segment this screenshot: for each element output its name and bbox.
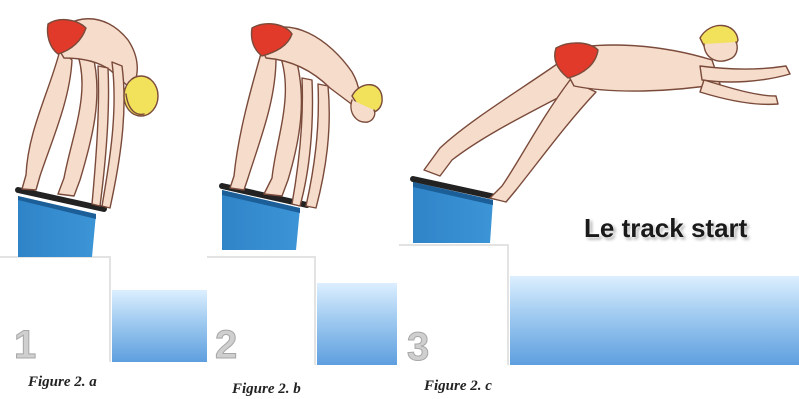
figure-caption: Figure 2. b [232, 381, 301, 398]
panel-3: 3 [399, 25, 799, 369]
figure-caption: Figure 2. a [28, 374, 97, 391]
pool-water [510, 276, 799, 365]
swimmer-figure [230, 24, 382, 208]
swimmer-figure [424, 25, 790, 202]
panel-number: 3 [407, 325, 429, 369]
starting-block-icon [18, 190, 104, 257]
panel-1: 1 [0, 19, 207, 367]
swimmer-figure [22, 19, 158, 208]
starting-block-icon [413, 179, 500, 243]
panel-number: 2 [215, 323, 237, 367]
pool-water [317, 283, 397, 365]
diagram-title: Le track start [584, 213, 747, 244]
pool-water [112, 290, 207, 362]
panel-2: 2 [207, 24, 397, 367]
panel-number: 1 [14, 323, 36, 367]
figure-caption: Figure 2. c [424, 378, 492, 395]
